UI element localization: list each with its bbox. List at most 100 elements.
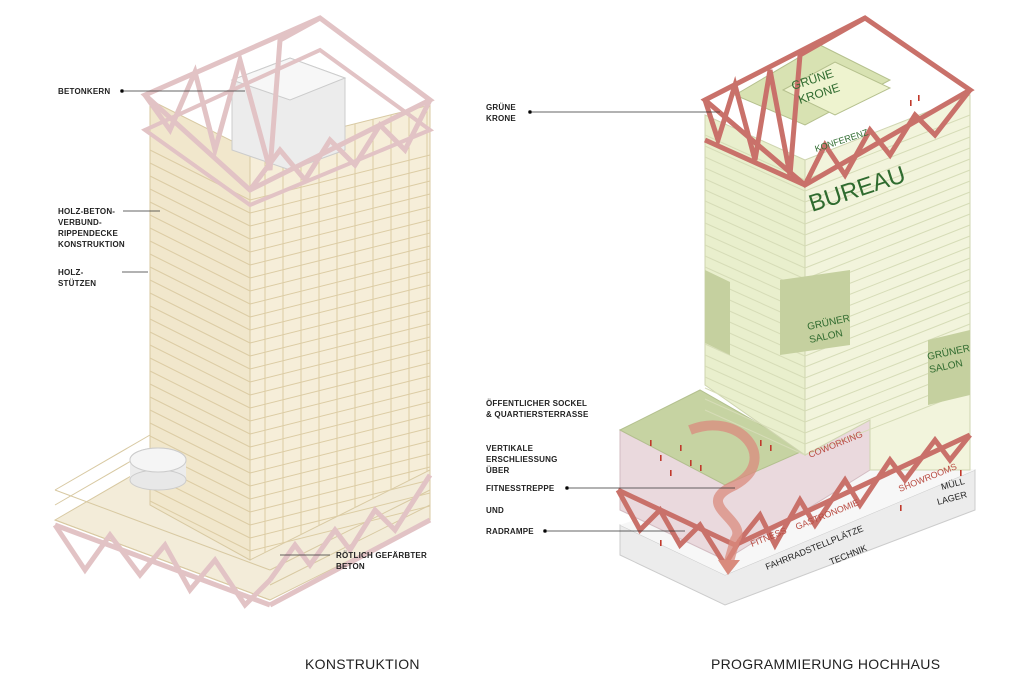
person-figure	[960, 470, 962, 476]
floor-line	[249, 401, 431, 448]
person-figure	[760, 440, 762, 446]
person-figure	[770, 445, 772, 451]
floor-line	[804, 125, 971, 192]
floor-line	[149, 175, 251, 227]
floor-line	[804, 191, 971, 258]
program-coworking: COWORKING	[807, 429, 864, 460]
base-truss	[52, 473, 433, 609]
floor-line	[149, 266, 251, 318]
label-concrete-core: BETONKERN	[58, 87, 111, 96]
floor-line	[149, 370, 251, 422]
floor-line	[149, 357, 251, 409]
floor-line	[704, 343, 806, 390]
floor-line	[149, 240, 251, 292]
label-crown: GRÜNE KRONE	[486, 103, 516, 123]
floor-line	[804, 301, 971, 368]
floor-line	[249, 505, 431, 552]
floor-line	[249, 479, 431, 526]
person-figure	[660, 455, 662, 461]
person-figure	[660, 540, 662, 546]
floor-line	[149, 383, 251, 435]
program-model	[615, 15, 976, 606]
floor-line	[249, 219, 431, 266]
program-fitness: FITNESS	[749, 525, 788, 549]
person-figure	[700, 465, 702, 471]
floor-line	[704, 222, 806, 269]
floor-line	[804, 147, 971, 214]
label-access: VERTIKALE ERSCHLIESSUNG ÜBER	[486, 444, 558, 475]
floor-line	[804, 169, 971, 236]
person-figure	[680, 445, 682, 451]
floor-line	[704, 354, 806, 401]
floor-line	[149, 344, 251, 396]
floor-line	[249, 206, 431, 253]
floor-line	[704, 167, 806, 214]
floor-line	[249, 440, 431, 487]
floor-line	[249, 453, 431, 500]
label-plinth: ÖFFENTLICHER SOCKEL & QUARTIERSTERRASSE	[486, 399, 589, 419]
program-conference: KONFERENZ	[814, 127, 870, 154]
crown-truss	[140, 15, 435, 208]
floor-line	[149, 214, 251, 266]
floor-line	[149, 435, 251, 487]
floor-line	[149, 227, 251, 279]
floor-line	[249, 232, 431, 279]
floor-line	[249, 466, 431, 513]
floor-line	[249, 297, 431, 344]
floor-line	[704, 189, 806, 236]
floor-line	[249, 167, 431, 214]
floor-line	[704, 387, 806, 434]
floor-line	[249, 388, 431, 435]
floor-line	[804, 158, 971, 225]
circulation-arrow	[688, 420, 760, 567]
label-columns: HOLZ- STÜTZEN	[58, 268, 97, 288]
crown-truss-red	[700, 15, 975, 189]
program-office: BUREAU	[806, 161, 909, 218]
floor-line	[149, 487, 251, 539]
floor-line	[249, 336, 431, 383]
floor-line	[804, 312, 971, 379]
floor-line	[804, 323, 971, 390]
floor-line	[804, 213, 971, 280]
person-figure	[900, 505, 902, 511]
floor-line	[149, 253, 251, 305]
floor-line	[149, 409, 251, 461]
floor-line	[149, 500, 251, 552]
person-figure	[910, 100, 912, 106]
floor-line	[249, 362, 431, 409]
floor-line	[149, 279, 251, 331]
floor-line	[249, 245, 431, 292]
floor-line	[249, 258, 431, 305]
program-technics: TECHNIK	[828, 543, 868, 567]
person-figure	[650, 440, 652, 446]
floor-line	[149, 305, 251, 357]
floor-line	[704, 200, 806, 247]
label-concrete: RÖTLICH GEFÄRBTER BETON	[336, 551, 427, 571]
program-salon-2: GRÜNER	[926, 342, 971, 363]
floor-line	[804, 136, 971, 203]
floor-line	[249, 271, 431, 318]
floor-line	[149, 331, 251, 383]
floor-line	[804, 202, 971, 269]
program-salon-1: GRÜNER	[806, 312, 851, 333]
floor-line	[249, 427, 431, 474]
floor-line	[149, 396, 251, 448]
floor-line	[704, 178, 806, 225]
person-figure	[690, 460, 692, 466]
floor-line	[249, 323, 431, 370]
floor-line	[704, 376, 806, 423]
person-figure	[918, 95, 920, 101]
label-stairs: FITNESSTREPPE	[486, 484, 555, 493]
floor-line	[249, 349, 431, 396]
leader-lines	[120, 89, 735, 556]
floor-line	[704, 409, 806, 456]
floor-line	[704, 145, 806, 192]
floor-line	[249, 284, 431, 331]
floor-line	[249, 193, 431, 240]
floor-line	[704, 233, 806, 280]
floor-line	[704, 365, 806, 412]
floor-line	[249, 310, 431, 357]
floor-line	[149, 318, 251, 370]
